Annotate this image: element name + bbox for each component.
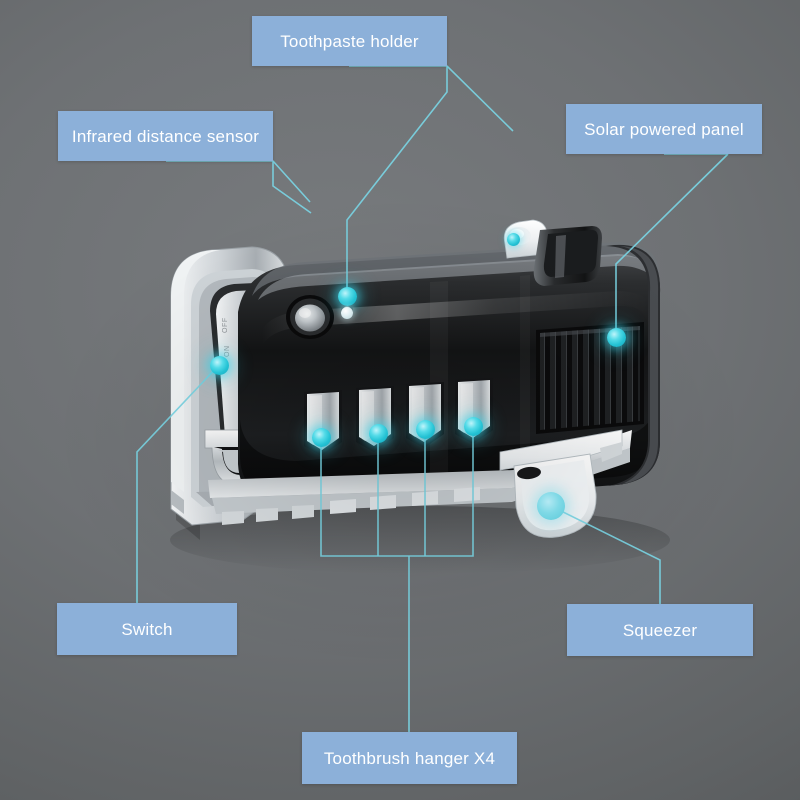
hotspot-toothpaste-holder[interactable] bbox=[337, 286, 357, 306]
svg-text:ON: ON bbox=[224, 345, 231, 357]
callout-switch[interactable]: Switch bbox=[57, 603, 237, 655]
hotspot-toothpaste-clip[interactable] bbox=[506, 232, 520, 246]
wire-squeezer bbox=[550, 505, 661, 604]
wire-infrared-bend bbox=[272, 161, 312, 214]
hotspot-squeezer[interactable] bbox=[537, 492, 565, 520]
callout-solar-powered-panel[interactable]: Solar powered panel bbox=[566, 104, 762, 154]
hotspot-hanger-3[interactable] bbox=[415, 419, 435, 439]
svg-text:OFF: OFF bbox=[222, 317, 229, 333]
callout-infrared-distance-sensor[interactable]: Infrared distance sensor bbox=[58, 111, 273, 161]
wire-toothpaste-holder-upper bbox=[349, 65, 514, 132]
wire-solar bbox=[615, 153, 729, 330]
callout-squeezer[interactable]: Squeezer bbox=[567, 604, 753, 656]
solar-panel-graphic bbox=[536, 322, 644, 434]
infrared-sensor-graphic bbox=[286, 295, 334, 339]
hotspot-hanger-2[interactable] bbox=[368, 423, 388, 443]
wire-toothpaste-holder bbox=[346, 66, 448, 289]
hotspot-hanger-1[interactable] bbox=[311, 427, 331, 447]
toothpaste-holder-graphic bbox=[503, 219, 602, 286]
wire-hangers-bus bbox=[320, 426, 474, 557]
hotspot-solar-panel[interactable] bbox=[606, 327, 626, 347]
callout-toothbrush-hanger[interactable]: Toothbrush hanger X4 bbox=[302, 732, 517, 784]
hotspot-hanger-4[interactable] bbox=[463, 416, 483, 436]
callout-toothpaste-holder[interactable]: Toothpaste holder bbox=[252, 16, 447, 66]
hotspot-switch[interactable] bbox=[209, 355, 229, 375]
hotspot-indicator-led bbox=[341, 307, 353, 319]
wire-infrared-upper bbox=[166, 160, 311, 203]
wire-switch bbox=[136, 364, 220, 603]
